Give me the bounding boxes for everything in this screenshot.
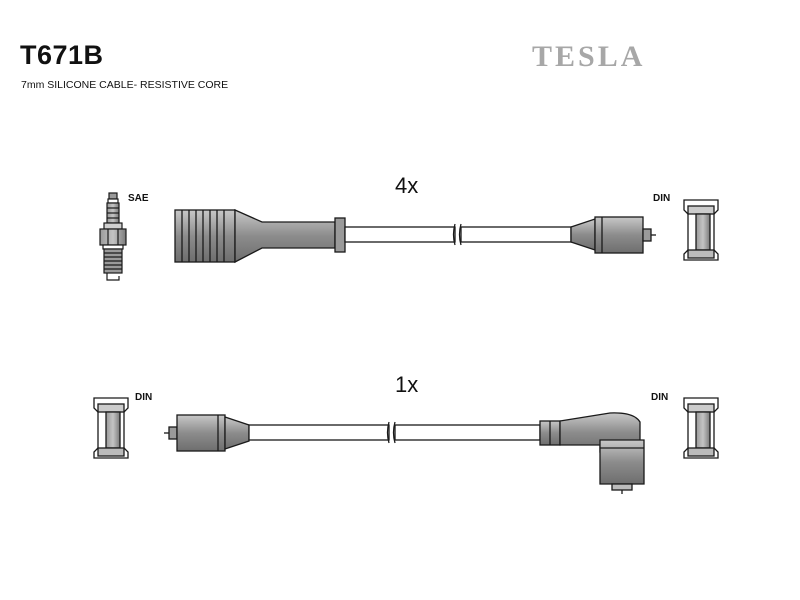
cable-bottom-line <box>248 421 541 444</box>
din-connector-top-right-icon <box>683 199 719 261</box>
cable-description: 7mm SILICONE CABLE- RESISTIVE CORE <box>21 79 229 91</box>
spark-plug-icon <box>99 192 127 281</box>
cable-bottom-quantity: 1x <box>395 372 419 397</box>
cable-top-left-label: SAE <box>128 193 149 204</box>
din-connector-bottom-right-icon <box>683 397 719 459</box>
cable-bottom-left-label: DIN <box>135 392 153 403</box>
boot-din-bottom-left <box>164 414 250 452</box>
cable-top-quantity: 4x <box>395 173 419 198</box>
din-connector-bottom-left-icon <box>93 397 129 459</box>
cable-top-right-label: DIN <box>653 193 671 204</box>
boot-angled-bottom-right <box>539 412 645 494</box>
cable-bottom-right-label: DIN <box>651 392 669 403</box>
cable-bottom-assembly <box>164 412 645 494</box>
boot-din-top <box>570 216 656 254</box>
boot-straight-ribbed <box>174 208 346 264</box>
cable-top-line <box>344 223 572 246</box>
cable-top-assembly <box>174 208 656 264</box>
brand-logo: TESLA <box>532 40 646 73</box>
part-number-title: T671B <box>20 40 104 70</box>
